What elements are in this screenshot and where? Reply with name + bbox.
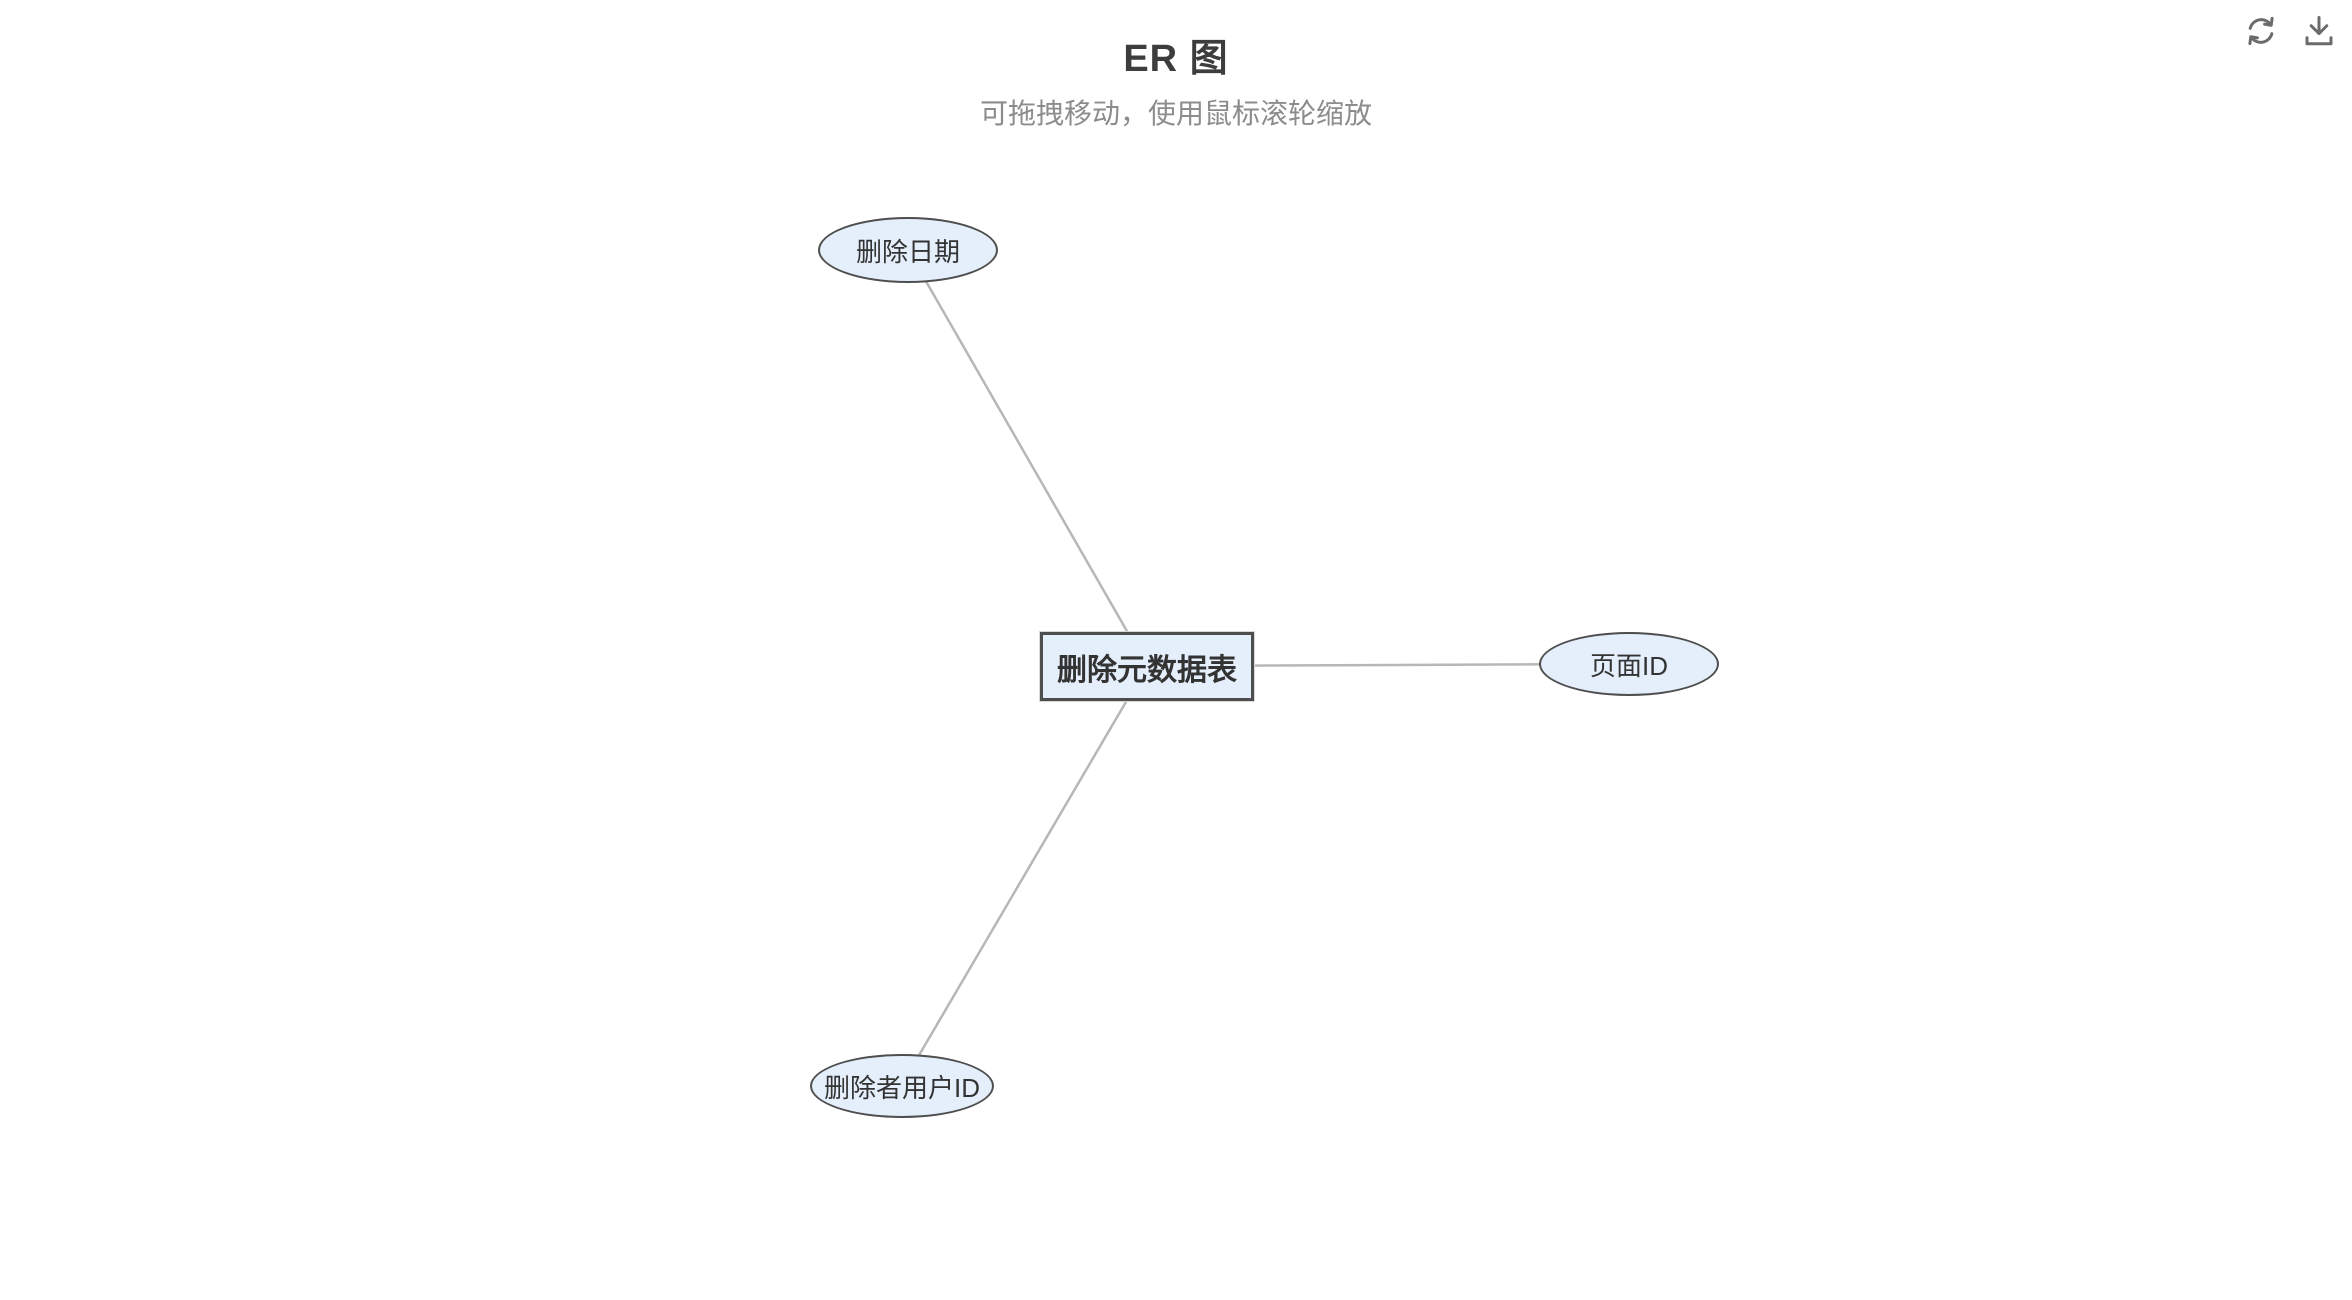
download-button[interactable] (2300, 12, 2338, 50)
attribute-label: 删除日期 (855, 236, 960, 267)
edge-entity-to-delete-date (906, 249, 1149, 667)
entity-node[interactable]: 删除元数据表 (1040, 632, 1254, 701)
toolbar (2242, 12, 2338, 50)
attribute-label: 删除者用户ID (823, 1072, 980, 1103)
entity-label: 删除元数据表 (1057, 653, 1237, 687)
edge-entity-to-deleter-userid (899, 665, 1149, 1087)
refresh-button[interactable] (2242, 12, 2280, 50)
attribute-node-deleter-userid[interactable]: 删除者用户ID (810, 1054, 994, 1118)
attribute-node-delete-date[interactable]: 删除日期 (818, 217, 998, 283)
attribute-node-page-id[interactable]: 页面ID (1539, 632, 1719, 696)
refresh-icon (2248, 16, 2274, 46)
attribute-label: 页面ID (1589, 650, 1668, 681)
download-icon (2305, 16, 2333, 46)
